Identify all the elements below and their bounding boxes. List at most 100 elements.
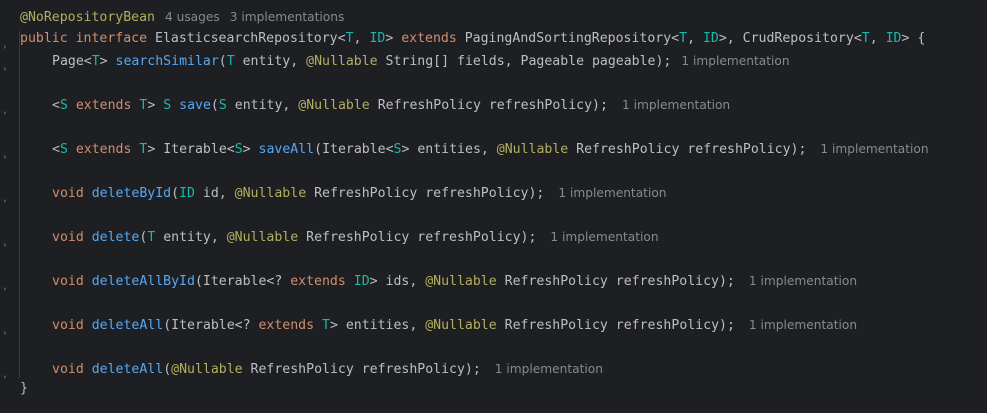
annotation-token: @Nullable xyxy=(298,98,370,113)
space xyxy=(84,362,92,377)
annotation-token: @Nullable xyxy=(226,230,299,245)
code-line-save[interactable]: <S extends T> S save(S entity, @Nullable… xyxy=(20,94,730,116)
type-token: Page< xyxy=(52,54,92,69)
type-param: T xyxy=(322,318,330,333)
params: RefreshPolicy refreshPolicy); xyxy=(496,318,735,333)
space xyxy=(314,318,322,333)
annotation-token: @NoRepositoryBean xyxy=(20,10,155,25)
gutter-marker-icon[interactable]: , xyxy=(2,193,9,204)
type-param: S xyxy=(393,142,402,157)
method-name[interactable]: deleteAllById xyxy=(91,274,195,289)
gutter-marker-icon[interactable]: , xyxy=(2,281,9,292)
space xyxy=(84,274,92,289)
punct: < xyxy=(52,98,60,113)
gutter-marker-icon[interactable]: , xyxy=(2,39,9,50)
implementation-inlay-hint[interactable]: 1 implementation xyxy=(820,142,929,156)
interface-name[interactable]: ElasticsearchRepository xyxy=(155,31,338,46)
punct: < xyxy=(52,142,60,157)
code-line-save-all[interactable]: <S extends T> Iterable<S> saveAll(Iterab… xyxy=(20,138,929,160)
type-param: T xyxy=(91,54,100,69)
code-line-search-similar[interactable]: Page<T> searchSimilar(T entity, @Nullabl… xyxy=(20,50,790,72)
type-param: T xyxy=(679,31,688,46)
annotation-token: @Nullable xyxy=(496,142,569,157)
punct: ( xyxy=(171,186,180,201)
space xyxy=(84,318,92,333)
annotation-token: @Nullable xyxy=(171,362,243,377)
bracket: < xyxy=(337,31,346,46)
method-name[interactable]: deleteAll xyxy=(91,318,164,333)
supertype-paging[interactable]: PagingAndSortingRepository< xyxy=(456,31,680,46)
keyword-void: void xyxy=(52,318,84,333)
type-param: ID xyxy=(369,31,386,46)
type-param: T xyxy=(861,31,870,46)
params: id, xyxy=(194,186,235,201)
keyword-public: public xyxy=(20,31,68,46)
indent-guide xyxy=(19,31,20,378)
implementation-inlay-hint[interactable]: 1 implementation xyxy=(748,274,858,288)
code-line-delete-all-by-id[interactable]: void deleteAllById(Iterable<? extends ID… xyxy=(20,270,857,292)
type-param: ID xyxy=(885,31,902,46)
method-name[interactable]: searchSimilar xyxy=(115,54,219,69)
type-param: T xyxy=(345,31,354,46)
params: entity, xyxy=(234,54,307,69)
punct: > xyxy=(242,142,259,157)
gutter-marker-icon[interactable]: , xyxy=(2,61,9,72)
implementation-inlay-hint[interactable]: 1 implementation xyxy=(621,98,731,112)
punct: ( xyxy=(139,230,148,245)
params: String[] fields, Pageable pageable); xyxy=(377,54,672,69)
implementation-inlay-hint[interactable]: 1 implementation xyxy=(681,54,790,68)
gutter-marker-icon[interactable]: , xyxy=(2,369,9,380)
method-name[interactable]: saveAll xyxy=(258,142,315,157)
method-name[interactable]: delete xyxy=(91,230,140,245)
keyword-extends: extends xyxy=(75,98,132,113)
type-param: T xyxy=(226,54,235,69)
code-line-delete[interactable]: void delete(T entity, @Nullable RefreshP… xyxy=(20,226,659,248)
gutter-marker-icon[interactable]: , xyxy=(2,325,9,336)
implementations-inlay-hint[interactable]: 3 implementations xyxy=(229,10,345,24)
punct: ( xyxy=(210,98,219,113)
type-param: ID xyxy=(702,31,719,46)
punct: , xyxy=(687,31,703,46)
method-name[interactable]: deleteById xyxy=(91,186,172,201)
editor-gutter[interactable]: , , , , , , , , , xyxy=(0,0,14,413)
annotation-token: @Nullable xyxy=(425,318,497,333)
keyword-void: void xyxy=(52,362,84,377)
implementation-inlay-hint[interactable]: 1 implementation xyxy=(550,230,659,244)
supertype-crud[interactable]: >, CrudRepository< xyxy=(718,31,862,46)
gutter-marker-icon[interactable]: , xyxy=(2,105,9,116)
method-name[interactable]: save xyxy=(179,98,211,113)
method-name[interactable]: deleteAll xyxy=(91,362,164,377)
params: RefreshPolicy refreshPolicy); xyxy=(496,274,735,289)
code-line-delete-all-policy[interactable]: void deleteAll(@Nullable RefreshPolicy r… xyxy=(20,358,603,380)
code-line-declaration[interactable]: public interface ElasticsearchRepository… xyxy=(20,28,925,50)
annotation-token: @Nullable xyxy=(306,54,378,69)
code-line-delete-all-iterable[interactable]: void deleteAll(Iterable<? extends T> ent… xyxy=(20,314,857,336)
annotation-token: @Nullable xyxy=(234,186,307,201)
type-param: ID xyxy=(353,274,370,289)
params: (Iterable<? xyxy=(163,318,259,333)
keyword-void: void xyxy=(52,274,84,289)
space xyxy=(84,230,92,245)
type-param: T xyxy=(139,98,148,113)
params: RefreshPolicy refreshPolicy); xyxy=(369,98,608,113)
code-line-closing-brace[interactable]: } xyxy=(20,378,28,400)
implementation-inlay-hint[interactable]: 1 implementation xyxy=(494,362,603,376)
code-line-annotation[interactable]: @NoRepositoryBean 4 usages 3 implementatio… xyxy=(20,6,344,28)
closing-brace: } xyxy=(20,381,28,396)
keyword-interface: interface xyxy=(75,31,148,46)
implementation-inlay-hint[interactable]: 1 implementation xyxy=(748,318,858,332)
params: (Iterable<? xyxy=(194,274,291,289)
params: (Iterable< xyxy=(314,142,394,157)
keyword-extends: extends xyxy=(290,274,346,289)
punct: , xyxy=(869,31,886,46)
space xyxy=(68,98,76,113)
code-line-delete-by-id[interactable]: void deleteById(ID id, @Nullable Refresh… xyxy=(20,182,667,204)
implementation-inlay-hint[interactable]: 1 implementation xyxy=(558,186,667,200)
usages-inlay-hint[interactable]: 4 usages xyxy=(164,10,220,24)
space xyxy=(84,186,92,201)
gutter-marker-icon[interactable]: , xyxy=(2,149,9,160)
punct: > xyxy=(147,142,156,157)
keyword-extends: extends xyxy=(401,31,457,46)
gutter-marker-icon[interactable]: , xyxy=(2,237,9,248)
space xyxy=(171,98,179,113)
